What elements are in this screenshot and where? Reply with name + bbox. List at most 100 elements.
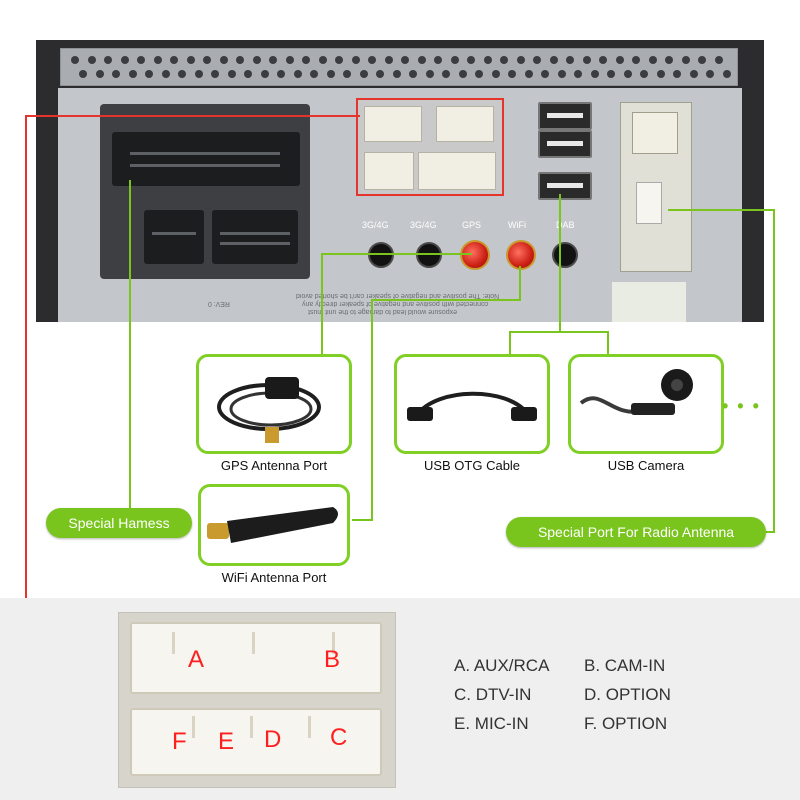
vent-hole <box>706 70 714 78</box>
connector-ridge <box>250 716 253 738</box>
port-label-wifi: WiFi <box>508 220 526 230</box>
vent-hole <box>623 70 632 78</box>
vent-hole <box>351 56 360 64</box>
vent-hole <box>458 70 467 78</box>
legend-item-f: F. OPTION <box>584 714 668 733</box>
radio-antenna-callout: Special Port For Radio Antenna <box>506 517 766 547</box>
vent-hole <box>681 56 690 64</box>
vent-hole <box>698 56 706 64</box>
wifi-antenna-icon <box>207 507 338 543</box>
vent-hole <box>170 56 178 64</box>
vent-hole <box>252 56 261 64</box>
vent-hole <box>417 56 426 64</box>
usb-port-1 <box>538 102 592 130</box>
vent-hole <box>95 70 104 78</box>
vent-hole <box>409 70 417 78</box>
connector-fedc <box>130 708 382 776</box>
vent-hole <box>615 56 624 64</box>
av-sockets-highlight <box>356 98 504 196</box>
harness-socket-right <box>212 210 298 264</box>
vent-hole <box>79 70 87 78</box>
vent-hole <box>549 56 558 64</box>
vent-hole <box>260 70 269 78</box>
vent-hole <box>607 70 615 78</box>
vent-hole <box>104 56 112 64</box>
vent-hole <box>368 56 376 64</box>
gps-line <box>321 253 472 358</box>
vent-hole <box>665 56 673 64</box>
gps-antenna-icon <box>217 377 321 443</box>
vent-hole <box>120 56 129 64</box>
vent-hole <box>425 70 434 78</box>
vent-hole <box>87 56 96 64</box>
vent-hole <box>145 70 153 78</box>
vent-hole <box>450 56 459 64</box>
usb-otg-cable-label: USB OTG Cable <box>423 458 521 473</box>
vent-hole <box>112 70 120 78</box>
connector-label-e: E <box>218 728 235 755</box>
gps-antenna-box <box>196 354 352 454</box>
usb-camera-icon <box>579 369 693 415</box>
usb-camera-box <box>568 354 724 454</box>
vent-hole <box>359 70 368 78</box>
vent-hole <box>632 56 640 64</box>
vent-hole <box>491 70 500 78</box>
legend-item-b: B. CAM-IN <box>584 656 666 675</box>
socket-edc <box>418 152 496 190</box>
radio-antenna-jack <box>636 182 662 224</box>
vent-hole <box>203 56 211 64</box>
vent-hole <box>483 56 492 64</box>
special-harness-callout: Special Hamess <box>46 508 192 538</box>
vent-hole <box>71 56 79 64</box>
vent-hole <box>508 70 516 78</box>
vent-hole <box>285 56 294 64</box>
port-label-gps: GPS <box>462 220 482 230</box>
vent-hole <box>516 56 525 64</box>
vent-hole <box>128 70 137 78</box>
vent-hole <box>211 70 219 78</box>
usb-camera-label: USB Camera <box>607 458 685 473</box>
connector-label-f: F <box>172 728 187 755</box>
vent-hole <box>401 56 409 64</box>
connector-label-d: D <box>264 726 282 753</box>
vent-grille <box>60 48 738 86</box>
vent-hole <box>137 56 145 64</box>
vent-hole <box>194 70 203 78</box>
vent-hole <box>566 56 574 64</box>
port-label-3g4g-1: 3G/4G <box>362 220 389 230</box>
connector-ab <box>130 622 382 694</box>
connector-label-c: C <box>330 724 348 751</box>
vent-hole <box>219 56 228 64</box>
vent-hole <box>475 70 483 78</box>
connector-ridge <box>192 716 195 738</box>
vent-hole <box>673 70 681 78</box>
radio-antenna-socket <box>632 112 678 154</box>
port-label-dab: DAB <box>556 220 575 230</box>
vent-hole <box>335 56 343 64</box>
vent-hole <box>582 56 591 64</box>
radio-line <box>668 209 775 533</box>
vent-hole <box>689 70 698 78</box>
connector-ridge <box>172 632 175 654</box>
vent-hole <box>161 70 170 78</box>
main-harness-socket <box>112 132 300 186</box>
legend-item-e: E. MIC-IN <box>454 714 529 733</box>
usb-branch-line <box>509 331 609 354</box>
harness-socket-left <box>144 210 204 264</box>
wifi-line <box>352 266 521 521</box>
vent-hole <box>236 56 244 64</box>
vent-hole <box>178 70 186 78</box>
qc-sticker <box>612 282 686 322</box>
connector-label-a: A <box>188 646 205 673</box>
vent-hole <box>467 56 475 64</box>
port-label-3g4g-2: 3G/4G <box>410 220 437 230</box>
vent-hole <box>533 56 541 64</box>
vent-hole <box>277 70 285 78</box>
vent-hole <box>392 70 401 78</box>
vent-hole <box>656 70 665 78</box>
wifi-antenna-box <box>198 484 350 566</box>
legend-item-d: D. OPTION <box>584 685 671 704</box>
vent-hole <box>310 70 318 78</box>
vent-hole <box>376 70 384 78</box>
connector-ridge <box>252 632 255 654</box>
